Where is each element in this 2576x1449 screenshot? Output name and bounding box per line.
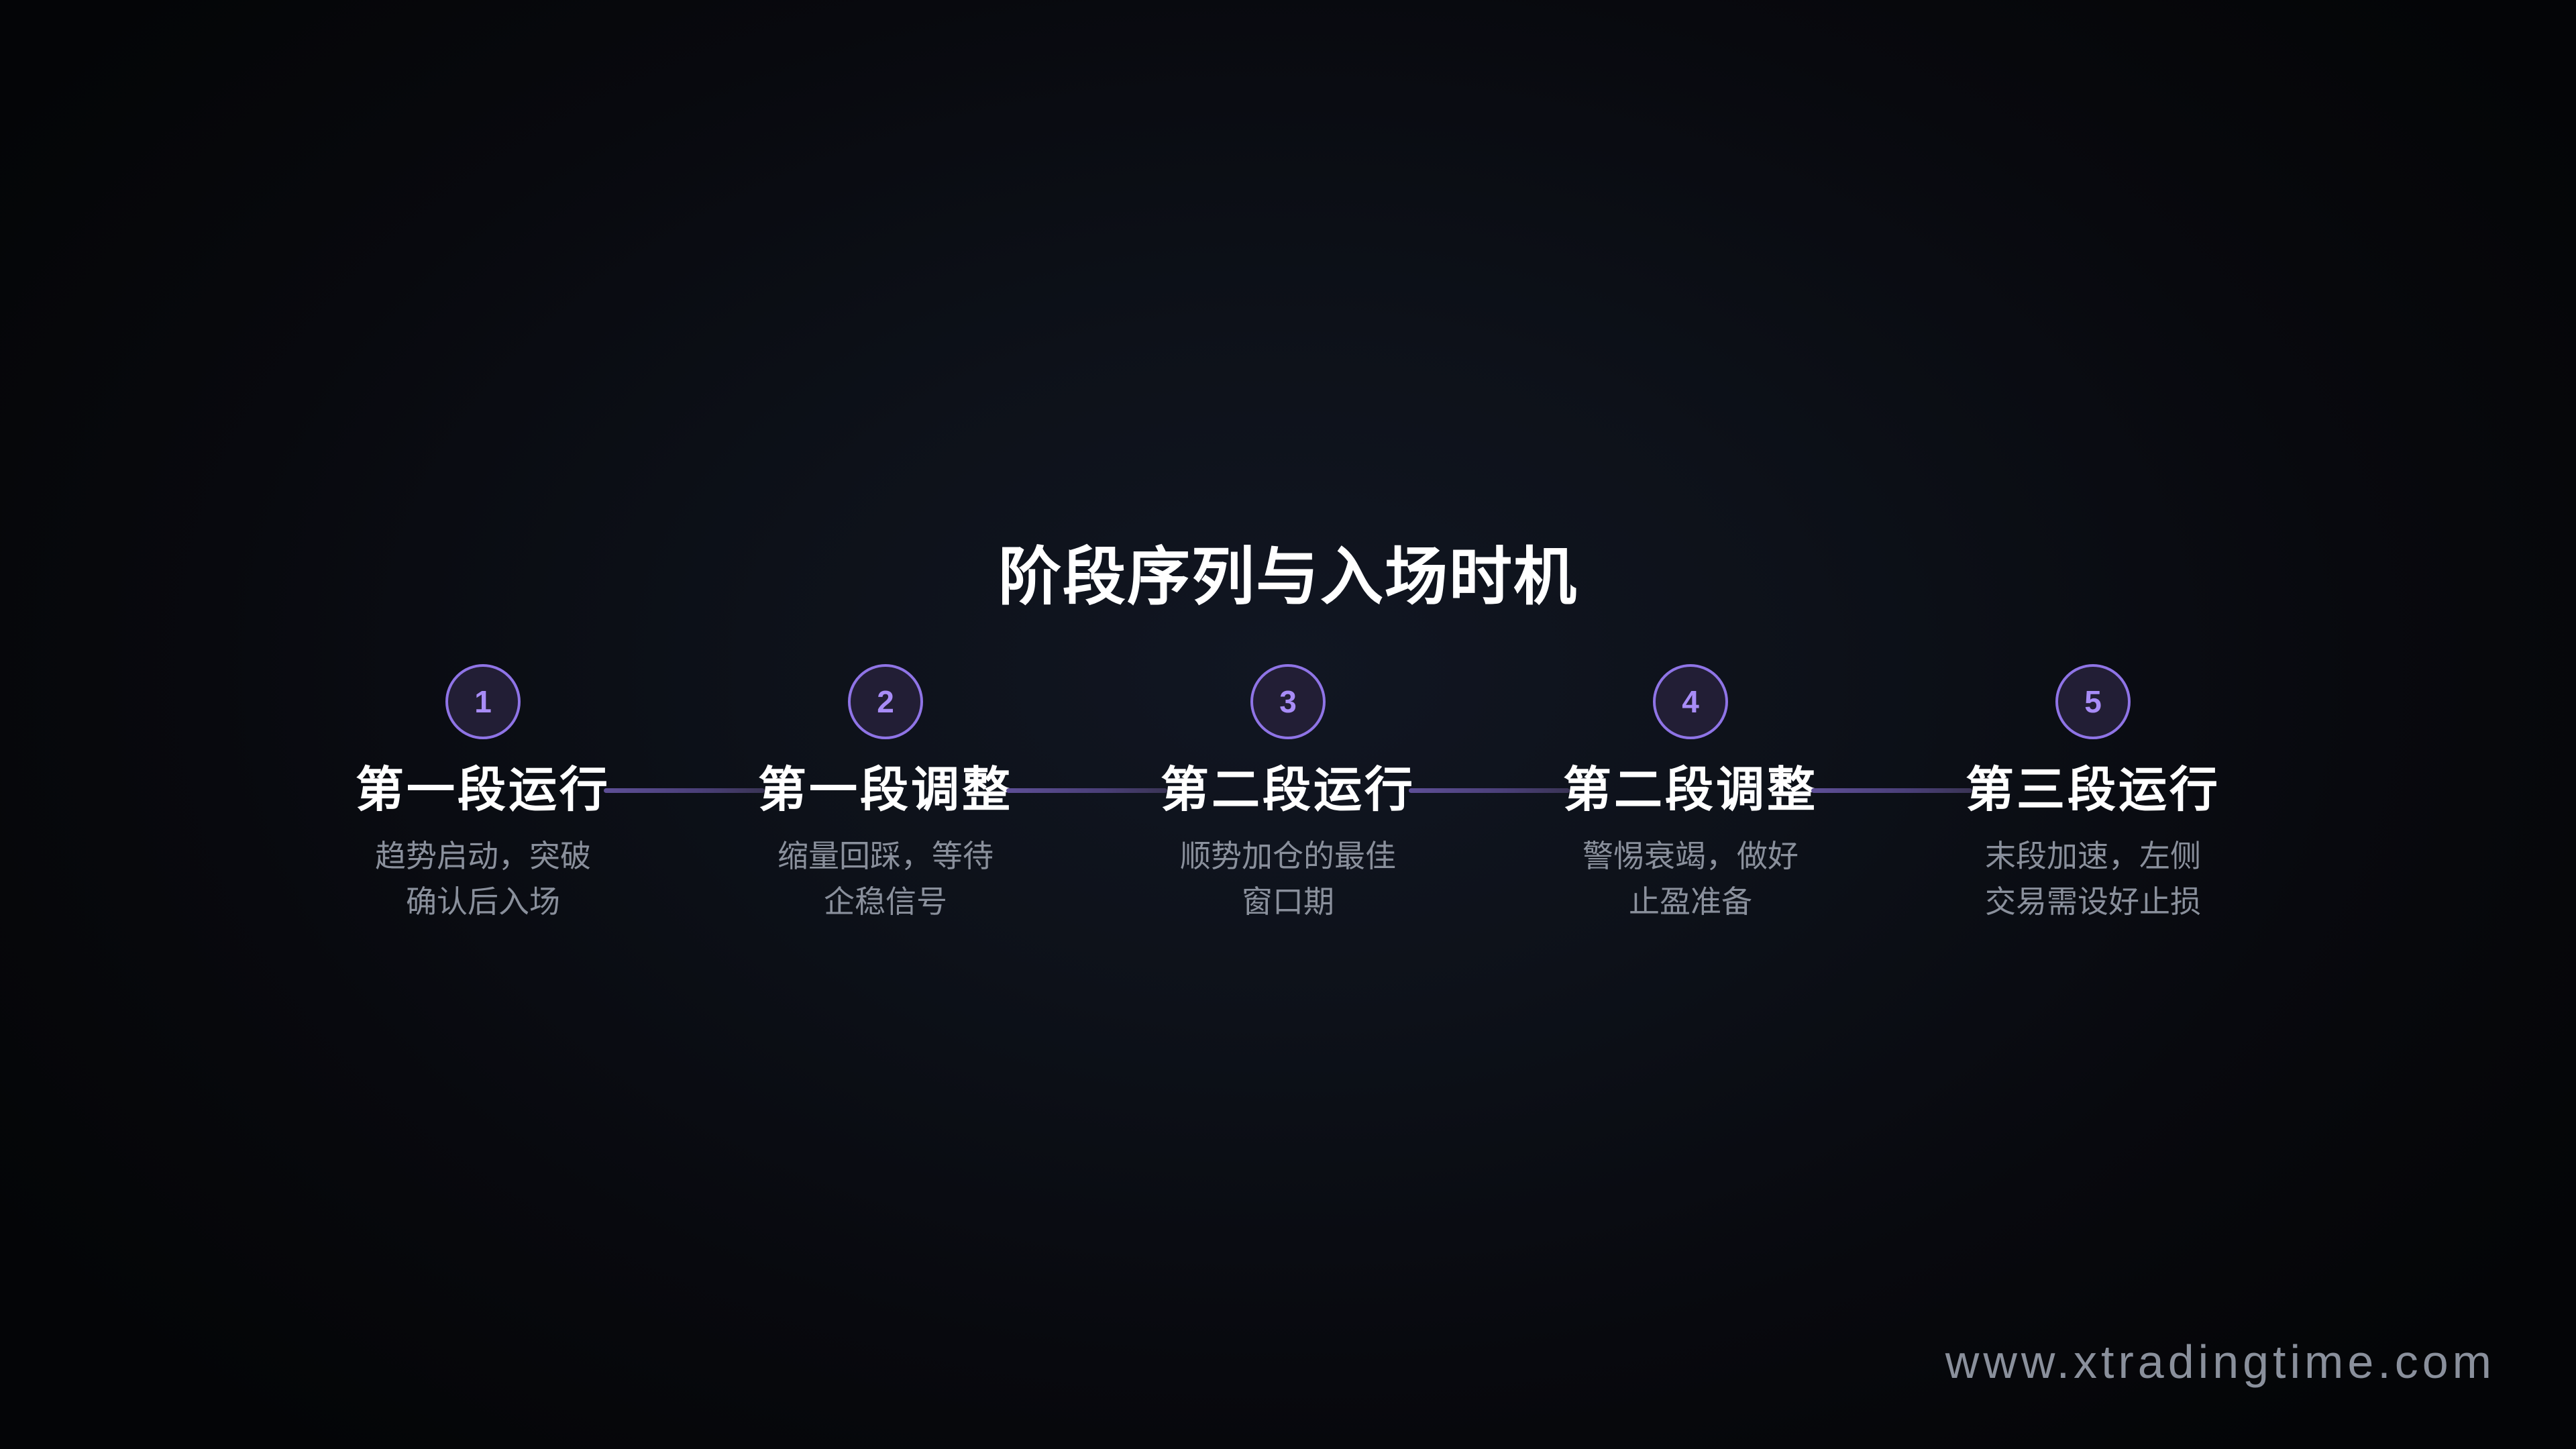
step-description-line: 末段加速，左侧: [1985, 838, 2201, 874]
slide-title: 阶段序列与入场时机: [998, 541, 1578, 614]
step-description: 警惕衰竭，做好 止盈准备: [1570, 833, 1811, 924]
step-heading: 第二段运行: [1160, 761, 1415, 818]
connector-line: [1811, 788, 1972, 793]
step-heading: 第一段运行: [355, 761, 610, 818]
step-description: 缩量回踩，等待 企稳信号: [765, 833, 1006, 924]
step-number-badge: 5: [2055, 664, 2131, 739]
step-description: 顺势加仓的最佳 窗口期: [1167, 833, 1409, 924]
step-number-badge: 2: [848, 664, 923, 739]
step-1: 1 第一段运行 趋势启动，突破 确认后入场: [282, 664, 684, 924]
step-3: 3 第二段运行 顺势加仓的最佳 窗口期: [1087, 664, 1489, 924]
step-description: 末段加速，左侧 交易需设好止损: [1972, 833, 2214, 924]
step-description-line: 交易需设好止损: [1985, 883, 2201, 920]
connector-line: [604, 788, 765, 793]
step-heading: 第三段运行: [1965, 761, 2220, 818]
step-description-line: 企稳信号: [824, 883, 947, 920]
step-2: 2 第一段调整 缩量回踩，等待 企稳信号: [684, 664, 1087, 924]
watermark-url: www.xtradingtime.com: [1945, 1336, 2496, 1388]
connector-line: [1409, 788, 1570, 793]
step-description-line: 趋势启动，突破: [375, 838, 591, 874]
step-4: 4 第二段调整 警惕衰竭，做好 止盈准备: [1489, 664, 1892, 924]
step-description-line: 确认后入场: [406, 883, 560, 920]
connector-line: [1006, 788, 1167, 793]
step-heading: 第二段调整: [1562, 761, 1818, 818]
step-description-line: 缩量回踩，等待: [777, 838, 994, 874]
step-number-badge: 4: [1653, 664, 1728, 739]
step-description-line: 顺势加仓的最佳: [1180, 838, 1396, 874]
step-5: 5 第三段运行 末段加速，左侧 交易需设好止损: [1892, 664, 2294, 924]
step-description-line: 警惕衰竭，做好: [1582, 838, 1799, 874]
step-heading: 第一段调整: [757, 761, 1013, 818]
step-number-badge: 1: [445, 664, 521, 739]
step-number-badge: 3: [1250, 664, 1326, 739]
step-description-line: 止盈准备: [1629, 883, 1752, 920]
step-description: 趋势启动，突破 确认后入场: [362, 833, 604, 924]
step-description-line: 窗口期: [1242, 883, 1334, 920]
